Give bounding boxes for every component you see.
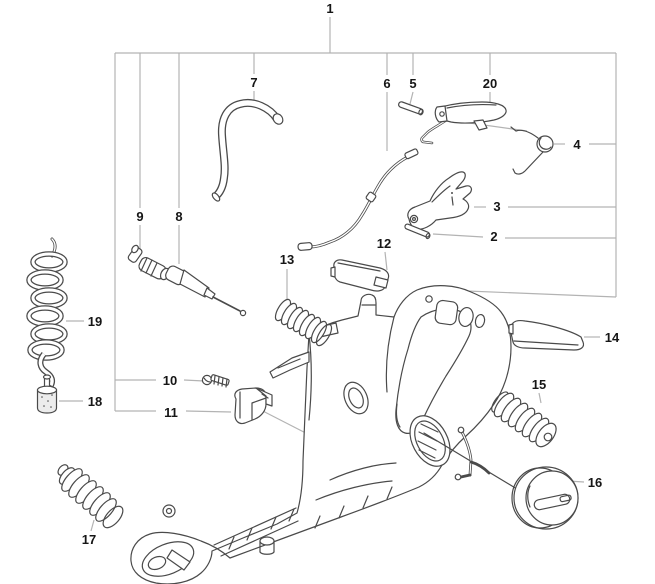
arm-plate-line-2 — [220, 520, 299, 557]
callout-14: 14 — [605, 330, 620, 345]
arm-boss-outer — [162, 504, 176, 518]
hose-open-end — [272, 113, 284, 125]
leader-2a — [432, 233, 484, 238]
trigger-clevis — [434, 105, 448, 123]
callout-6: 6 — [383, 76, 390, 91]
filler-neck-thread — [414, 420, 446, 462]
filter-stipple — [41, 394, 53, 408]
leader-10b — [183, 379, 205, 382]
callout-13: 13 — [280, 252, 294, 267]
leader-12 — [384, 251, 388, 271]
leader-15 — [538, 392, 542, 404]
coil-loops — [26, 251, 68, 361]
handle-inner-line — [395, 403, 401, 428]
callout-3: 3 — [493, 199, 500, 214]
part-10-screw — [201, 374, 230, 388]
callout-7: 7 — [250, 75, 257, 90]
part-2-pin — [404, 223, 431, 240]
callout-12: 12 — [377, 236, 391, 251]
leader-5b — [409, 91, 414, 105]
cap-grip-slot — [559, 494, 572, 503]
handle-screw-hole — [425, 295, 433, 303]
callout-10: 10 — [163, 373, 177, 388]
part-13-spring — [274, 298, 333, 347]
part-3-throttle-lockout-lever — [407, 171, 472, 230]
callout-18: 18 — [88, 394, 102, 409]
callout-9: 9 — [136, 209, 143, 224]
cable-ball-end — [239, 309, 247, 317]
callout-19: 19 — [88, 314, 102, 329]
callout-11: 11 — [164, 405, 178, 420]
part-11-clamp-bracket — [234, 387, 273, 425]
callout-1: 1 — [326, 1, 333, 16]
part-1-main-assembly — [130, 285, 518, 584]
part-18-fuel-filter — [36, 374, 58, 414]
hose-cut-end — [211, 192, 221, 202]
left-bracket-protrusion — [269, 351, 310, 379]
cable-crimp — [365, 191, 377, 203]
part-4-torsion-spring — [510, 126, 554, 175]
part-6-throttle-cable — [297, 148, 419, 251]
handle-oval-hole-1 — [458, 306, 474, 328]
screw-threads — [213, 375, 228, 388]
left-bracket-line — [277, 358, 301, 369]
leader-11b — [185, 410, 232, 413]
part-17-anti-vibration-spring — [57, 464, 124, 529]
callout-8: 8 — [175, 209, 182, 224]
part-8-cable-with-boot — [165, 265, 247, 317]
callout-2: 2 — [490, 229, 497, 244]
bottom-stud — [259, 536, 275, 555]
cable-ferrule-top — [404, 148, 419, 160]
tank-left-inner-edge — [308, 333, 312, 421]
callout-4: 4 — [573, 137, 581, 152]
part-7-curved-fuel-hose — [211, 99, 284, 202]
handle-oval-hole-2 — [474, 313, 486, 329]
cap-grip — [533, 493, 571, 511]
front-tube-inner-oval — [147, 555, 167, 571]
callout-17: 17 — [82, 532, 96, 547]
tank-belly-line-1 — [329, 462, 397, 481]
callout-labels: 1 2 3 4 5 6 7 8 9 10 11 12 13 14 15 16 1… — [82, 1, 620, 547]
cap-retainer-wire — [454, 426, 491, 481]
callout-5: 5 — [409, 76, 416, 91]
trigger-tab — [473, 119, 488, 131]
part-19-coiled-fuel-hose — [26, 237, 68, 392]
tank-front-crease — [385, 316, 395, 393]
front-tube-slot — [166, 549, 191, 571]
part-16-fuel-cap — [454, 426, 579, 530]
part-14-cover-plate — [508, 320, 585, 351]
part-20-throttle-trigger — [420, 101, 507, 145]
part-9-elbow-grommet — [127, 244, 171, 281]
leader-17 — [90, 519, 95, 532]
arm-boss-inner — [165, 507, 173, 515]
part-15-anti-vibration-spring — [491, 391, 557, 448]
bracket-right-foot — [466, 290, 617, 298]
callout-16: 16 — [588, 475, 602, 490]
elbow-ribs — [140, 257, 158, 277]
callout-20: 20 — [483, 76, 497, 91]
arm-hatch-ticks — [228, 486, 393, 550]
callout-15: 15 — [532, 377, 546, 392]
cable-ferrule-bottom — [297, 242, 313, 251]
part-5-roll-pin — [398, 101, 424, 116]
tank-belly-line-2 — [315, 480, 393, 501]
handle-square-hole — [434, 299, 459, 326]
part-12-cover-plate — [330, 259, 390, 292]
arm-plate-line-1 — [213, 507, 297, 546]
oiler-boss-inner — [348, 387, 364, 409]
